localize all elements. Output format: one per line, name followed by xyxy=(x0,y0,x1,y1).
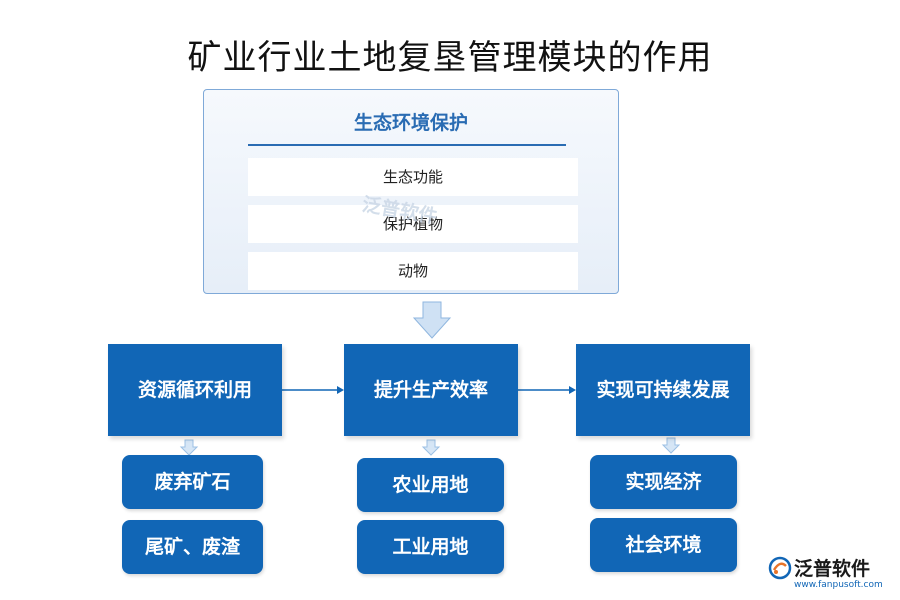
panel-item-protect-plants: 保护植物 xyxy=(248,205,578,243)
brand-name: 泛普软件 xyxy=(794,558,871,580)
arrow-2-to-3 xyxy=(518,386,576,394)
pill-social-environment: 社会环境 xyxy=(590,518,737,572)
brand-logo-icon xyxy=(768,556,792,580)
small-down-arrow-2 xyxy=(421,439,441,456)
arrow-1-to-2 xyxy=(282,386,344,394)
box-improve-efficiency: 提升生产效率 xyxy=(344,344,518,436)
panel-title-underline xyxy=(248,144,566,146)
pill-economy: 实现经济 xyxy=(590,455,737,509)
panel-item-ecological-function: 生态功能 xyxy=(248,158,578,196)
box-sustainable-development: 实现可持续发展 xyxy=(576,344,750,436)
ecology-panel: 生态环境保护 生态功能 保护植物 动物 泛普软件 xyxy=(203,89,619,294)
ecology-panel-title: 生态环境保护 xyxy=(353,112,468,134)
pill-agricultural-land: 农业用地 xyxy=(357,458,504,512)
small-down-arrow-1 xyxy=(179,439,199,456)
box-resource-recycling: 资源循环利用 xyxy=(108,344,282,436)
brand-url: www.fanpusoft.com xyxy=(794,580,883,590)
panel-down-arrow xyxy=(412,301,452,339)
small-down-arrow-3 xyxy=(661,437,681,454)
panel-item-animals: 动物 xyxy=(248,252,578,290)
page-title: 矿业行业土地复垦管理模块的作用 xyxy=(187,38,713,78)
pill-industrial-land: 工业用地 xyxy=(357,520,504,574)
pill-tailings-slag: 尾矿、废渣 xyxy=(122,520,263,574)
pill-waste-ore: 废弃矿石 xyxy=(122,455,263,509)
